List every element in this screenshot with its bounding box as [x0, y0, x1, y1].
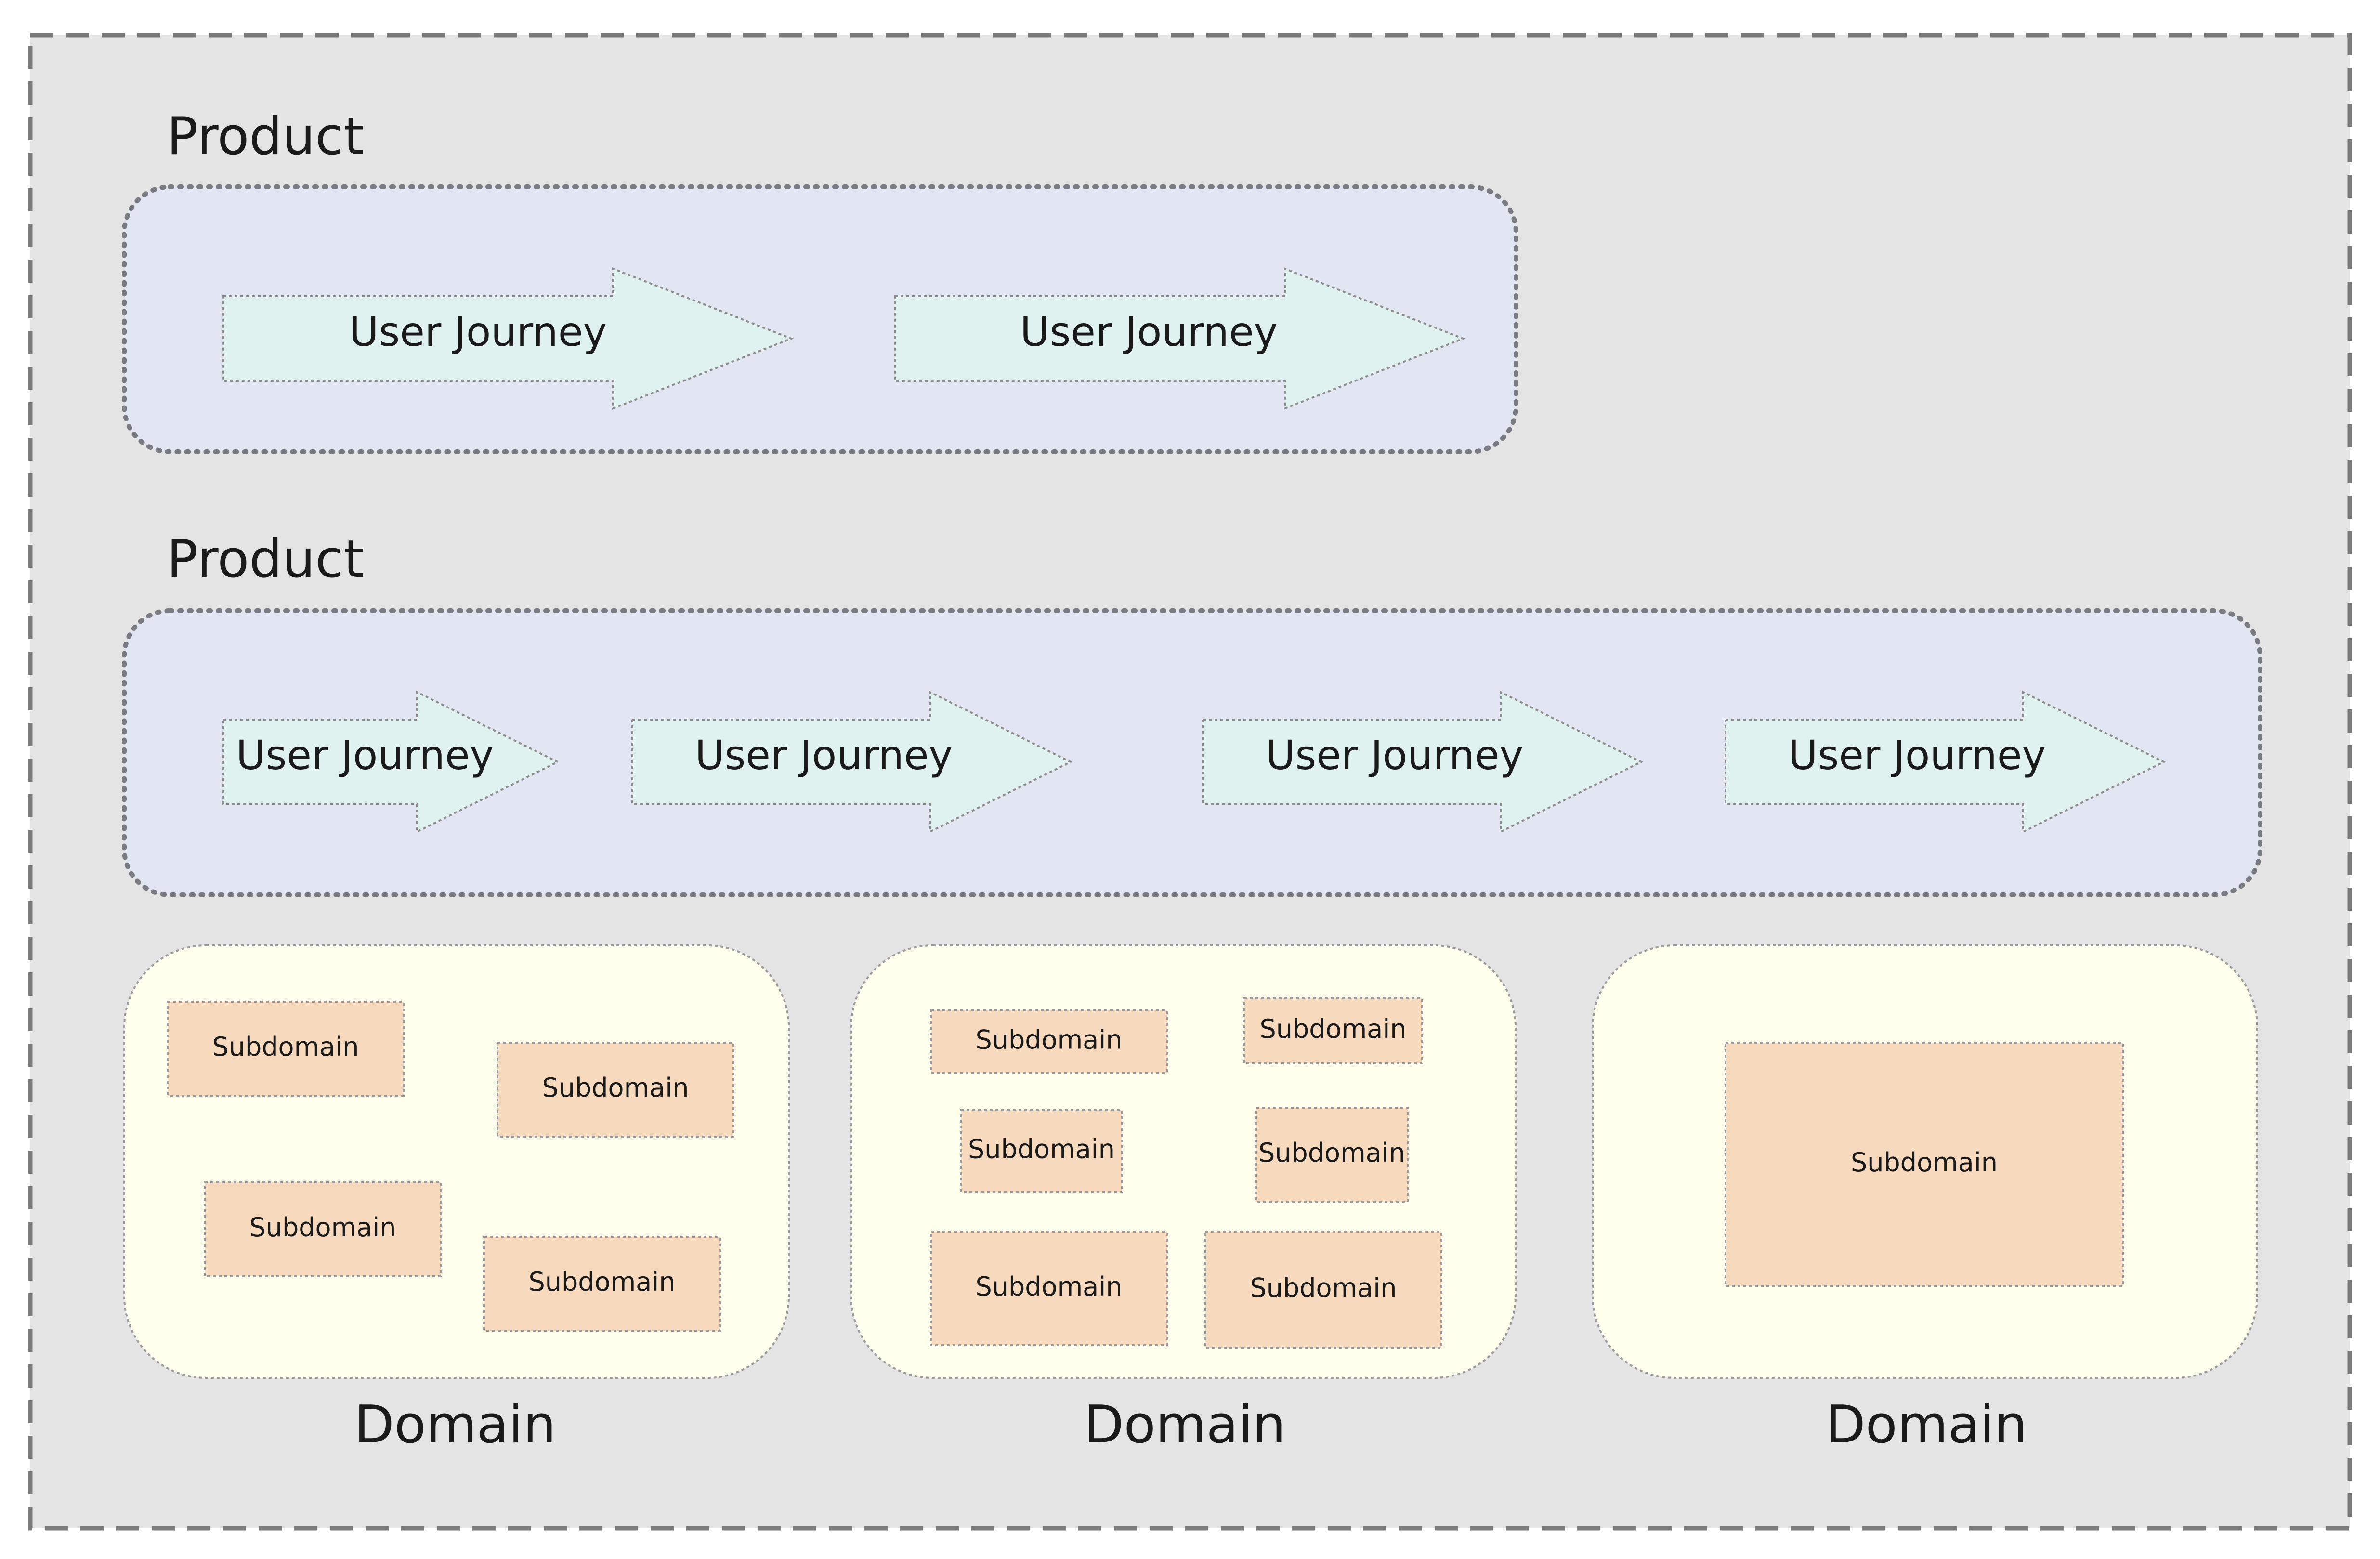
subdomain-box [1204, 1231, 1442, 1349]
subdomain-label: Subdomain [975, 1271, 1122, 1302]
subdomain-label: Subdomain [968, 1134, 1115, 1165]
product-label: Product [167, 529, 364, 590]
subdomain-label: Subdomain [975, 1025, 1122, 1055]
subdomain-box [1725, 1042, 2124, 1287]
subdomain-box [960, 1109, 1123, 1193]
user-journey-arrow [894, 267, 1466, 410]
user-journey-arrow [222, 690, 560, 834]
user-journey-arrow [1725, 690, 2166, 834]
subdomain-label: Subdomain [1259, 1014, 1406, 1044]
subdomain-box [497, 1042, 734, 1138]
user-journey-arrow [1202, 690, 1644, 834]
subdomain-label: Subdomain [1851, 1147, 1998, 1178]
subdomain-box [1255, 1107, 1409, 1203]
user-journey-label: User Journey [236, 732, 494, 779]
subdomain-label: Subdomain [1250, 1273, 1397, 1303]
user-journey-label: User Journey [349, 308, 607, 355]
subdomain-label: Subdomain [542, 1073, 689, 1103]
subdomain-label: Subdomain [1258, 1138, 1405, 1168]
product-label: Product [167, 106, 364, 167]
subdomain-box [483, 1236, 721, 1332]
product-container [122, 184, 1518, 454]
subdomain-box [204, 1181, 442, 1277]
subdomain-box [167, 1001, 405, 1097]
subdomain-label: Subdomain [212, 1032, 359, 1062]
domain-label: Domain [1825, 1395, 2027, 1455]
user-journey-label: User Journey [1788, 732, 2046, 779]
user-journey-arrow [222, 267, 794, 410]
user-journey-label: User Journey [695, 732, 953, 779]
subdomain-label: Subdomain [528, 1267, 675, 1297]
subdomain-box [930, 1009, 1168, 1074]
domain-label: Domain [354, 1395, 556, 1455]
domain-label: Domain [1084, 1395, 1285, 1455]
subdomain-box [930, 1231, 1168, 1346]
user-journey-label: User Journey [1266, 732, 1523, 779]
user-journey-arrow [631, 690, 1073, 834]
product-container [122, 608, 2262, 897]
subdomain-label: Subdomain [249, 1212, 396, 1243]
user-journey-label: User Journey [1020, 308, 1278, 355]
subdomain-box [1243, 997, 1423, 1064]
